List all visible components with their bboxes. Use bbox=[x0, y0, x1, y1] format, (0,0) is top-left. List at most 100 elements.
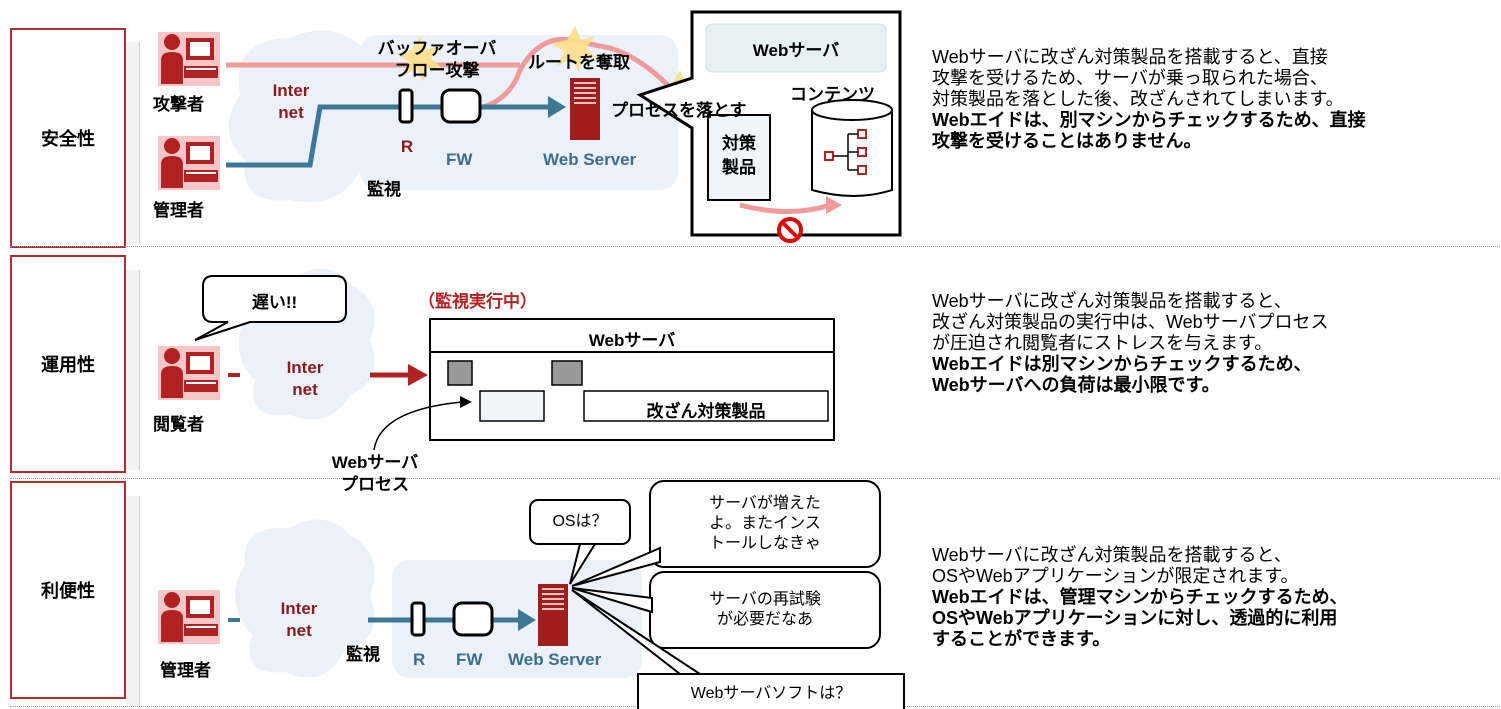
viewer-label: 閲覧者 bbox=[153, 415, 204, 434]
product-process-label: 改ざん対策製品 bbox=[646, 402, 766, 421]
bubble-software bbox=[637, 673, 905, 709]
product-process-box bbox=[583, 390, 829, 422]
web-server-label: Web Server bbox=[508, 650, 602, 669]
description-line-bold: OSやWebアプリケーションに対し、透過的に利用 bbox=[932, 608, 1338, 628]
row-label-text: 利便性 bbox=[41, 581, 95, 601]
process-block bbox=[551, 360, 583, 386]
row-stripe bbox=[125, 42, 140, 244]
product-label-line: 製品 bbox=[722, 158, 756, 177]
process-block bbox=[447, 360, 473, 386]
description-line: 改ざん対策製品の実行中は、Webサーバプロセス bbox=[932, 312, 1329, 332]
bubble-line: サーバが増えた bbox=[709, 495, 821, 512]
description-line: Webサーバに改ざん対策製品を搭載すると、 bbox=[932, 291, 1292, 311]
bubble-line: よ。またインス bbox=[709, 515, 821, 532]
bubble-retest-text: サーバの再試験 が必要だなあ bbox=[650, 590, 880, 630]
prohibit-icon bbox=[777, 217, 803, 243]
speech-bubble bbox=[194, 275, 347, 341]
admin-label: 管理者 bbox=[153, 201, 204, 220]
process-label-line: Webサーバ bbox=[331, 453, 419, 472]
router-icon bbox=[398, 88, 414, 124]
overflow-label-line: バッファオーバ bbox=[377, 39, 497, 58]
attack-curve bbox=[479, 36, 692, 112]
description-line: OSやWebアプリケーションが限定されます。 bbox=[932, 566, 1299, 586]
description-line: が圧迫され閲覧者にストレスを与えます。 bbox=[932, 333, 1273, 353]
row-label-text: 安全性 bbox=[41, 129, 95, 149]
admin-label: 管理者 bbox=[160, 661, 211, 680]
internet-label-line: net bbox=[292, 380, 318, 399]
router-icon bbox=[410, 601, 426, 637]
product-box bbox=[707, 114, 771, 201]
router-label: R bbox=[413, 650, 426, 669]
firewall-icon bbox=[452, 601, 494, 637]
admin-connection bbox=[226, 104, 550, 168]
process-label-line: プロセス bbox=[341, 475, 409, 494]
router-label: R bbox=[400, 137, 414, 156]
internet-label-line: net bbox=[286, 621, 312, 640]
tamper-arrow bbox=[739, 202, 831, 214]
web-process-box bbox=[479, 390, 545, 422]
firewall-label: FW bbox=[456, 650, 483, 669]
monitor-label: 監視 bbox=[346, 645, 380, 664]
description-line: Webサーバに改ざん対策製品を搭載すると、直接 bbox=[932, 47, 1328, 67]
internet-label: Inter net bbox=[270, 357, 340, 401]
bubble-more-servers bbox=[649, 480, 881, 568]
bubble-os-text: OSは？ bbox=[552, 513, 608, 530]
dmz-area bbox=[360, 35, 678, 190]
description-line: Webサーバに改ざん対策製品を搭載すると、 bbox=[932, 545, 1292, 565]
product-label-line: 対策 bbox=[722, 134, 756, 153]
description-line-bold: Webエイドは、別マシンからチェックするため、直接 bbox=[932, 110, 1366, 130]
description-convenience: Webサーバに改ざん対策製品を搭載すると、 OSやWebアプリケーションが限定さ… bbox=[932, 545, 1492, 650]
arrow-head bbox=[548, 96, 566, 118]
bubble-line: が必要だなあ bbox=[716, 611, 813, 628]
description-operation: Webサーバに改ざん対策製品を搭載すると、 改ざん対策製品の実行中は、Webサー… bbox=[932, 291, 1492, 396]
firewall-label: FW bbox=[446, 150, 473, 169]
description-line-bold: Webエイドは別マシンからチェックするため、 bbox=[932, 354, 1312, 374]
monitor-label: 監視 bbox=[367, 180, 401, 199]
arrow-head bbox=[518, 609, 536, 631]
product-label: 対策 製品 bbox=[708, 132, 770, 180]
server-box-title: Webサーバ bbox=[752, 41, 840, 60]
bubble-line: トールしなきゃ bbox=[708, 535, 821, 552]
internet-label: Inter net bbox=[264, 598, 334, 642]
description-line-bold: Webサーバへの負荷は最小限です。 bbox=[932, 375, 1220, 395]
row-label-text: 運用性 bbox=[41, 355, 95, 375]
server-title-box bbox=[705, 23, 887, 73]
firewall-icon bbox=[440, 88, 482, 124]
root-takeover-label: ルートを奪取 bbox=[528, 53, 630, 72]
row-label-security: 安全性 bbox=[10, 28, 126, 248]
row-label-operation: 運用性 bbox=[10, 255, 126, 473]
bubble-line: サーバの再試験 bbox=[709, 591, 821, 608]
internet-cloud bbox=[235, 519, 375, 678]
contents-label: コンテンツ bbox=[790, 85, 875, 104]
attacker-label: 攻撃者 bbox=[153, 95, 204, 114]
description-line: 対策製品を落とした後、改ざんされてしまいます。 bbox=[932, 89, 1344, 109]
slow-bubble-text: 遅い!! bbox=[251, 293, 298, 312]
row-stripe bbox=[125, 270, 140, 470]
overflow-attack-label: バッファオーバ フロー攻撃 bbox=[362, 38, 512, 82]
internet-label-line: Inter bbox=[286, 358, 324, 377]
description-line-bold: Webエイドは、管理マシンからチェックするため、 bbox=[932, 587, 1348, 607]
row-divider bbox=[10, 478, 1500, 479]
server-title: Webサーバ bbox=[588, 331, 676, 350]
overflow-label-line: フロー攻撃 bbox=[394, 61, 480, 80]
description-line-bold: 攻撃を受けることはありません。 bbox=[932, 131, 1202, 151]
web-process-label: Webサーバ プロセス bbox=[300, 452, 450, 496]
description-line: 攻撃を受けるため、サーバが乗っ取られた場合、 bbox=[932, 68, 1328, 88]
monitoring-label: （監視実行中） bbox=[418, 292, 537, 311]
internet-label-line: net bbox=[278, 103, 304, 122]
row-stripe bbox=[125, 496, 140, 706]
description-security: Webサーバに改ざん対策製品を搭載すると、直接 攻撃を受けるため、サーバが乗っ取… bbox=[932, 47, 1492, 152]
bubble-software-text: Webサーバソフトは？ bbox=[690, 685, 852, 702]
internet-label-line: Inter bbox=[272, 81, 310, 100]
internet-label-line: Inter bbox=[280, 599, 318, 618]
web-server-label: Web Server bbox=[543, 150, 637, 169]
row-label-convenience: 利便性 bbox=[10, 481, 126, 699]
internet-label: Inter net bbox=[256, 80, 326, 124]
row-divider bbox=[10, 246, 1500, 247]
arrow-head bbox=[408, 364, 428, 386]
kill-process-label: プロセスを落とす bbox=[611, 101, 747, 120]
description-line-bold: することができます。 bbox=[932, 629, 1111, 649]
internet-cloud bbox=[228, 30, 390, 202]
bubble-more-servers-text: サーバが増えた よ。またインス トールしなきゃ bbox=[650, 494, 880, 554]
